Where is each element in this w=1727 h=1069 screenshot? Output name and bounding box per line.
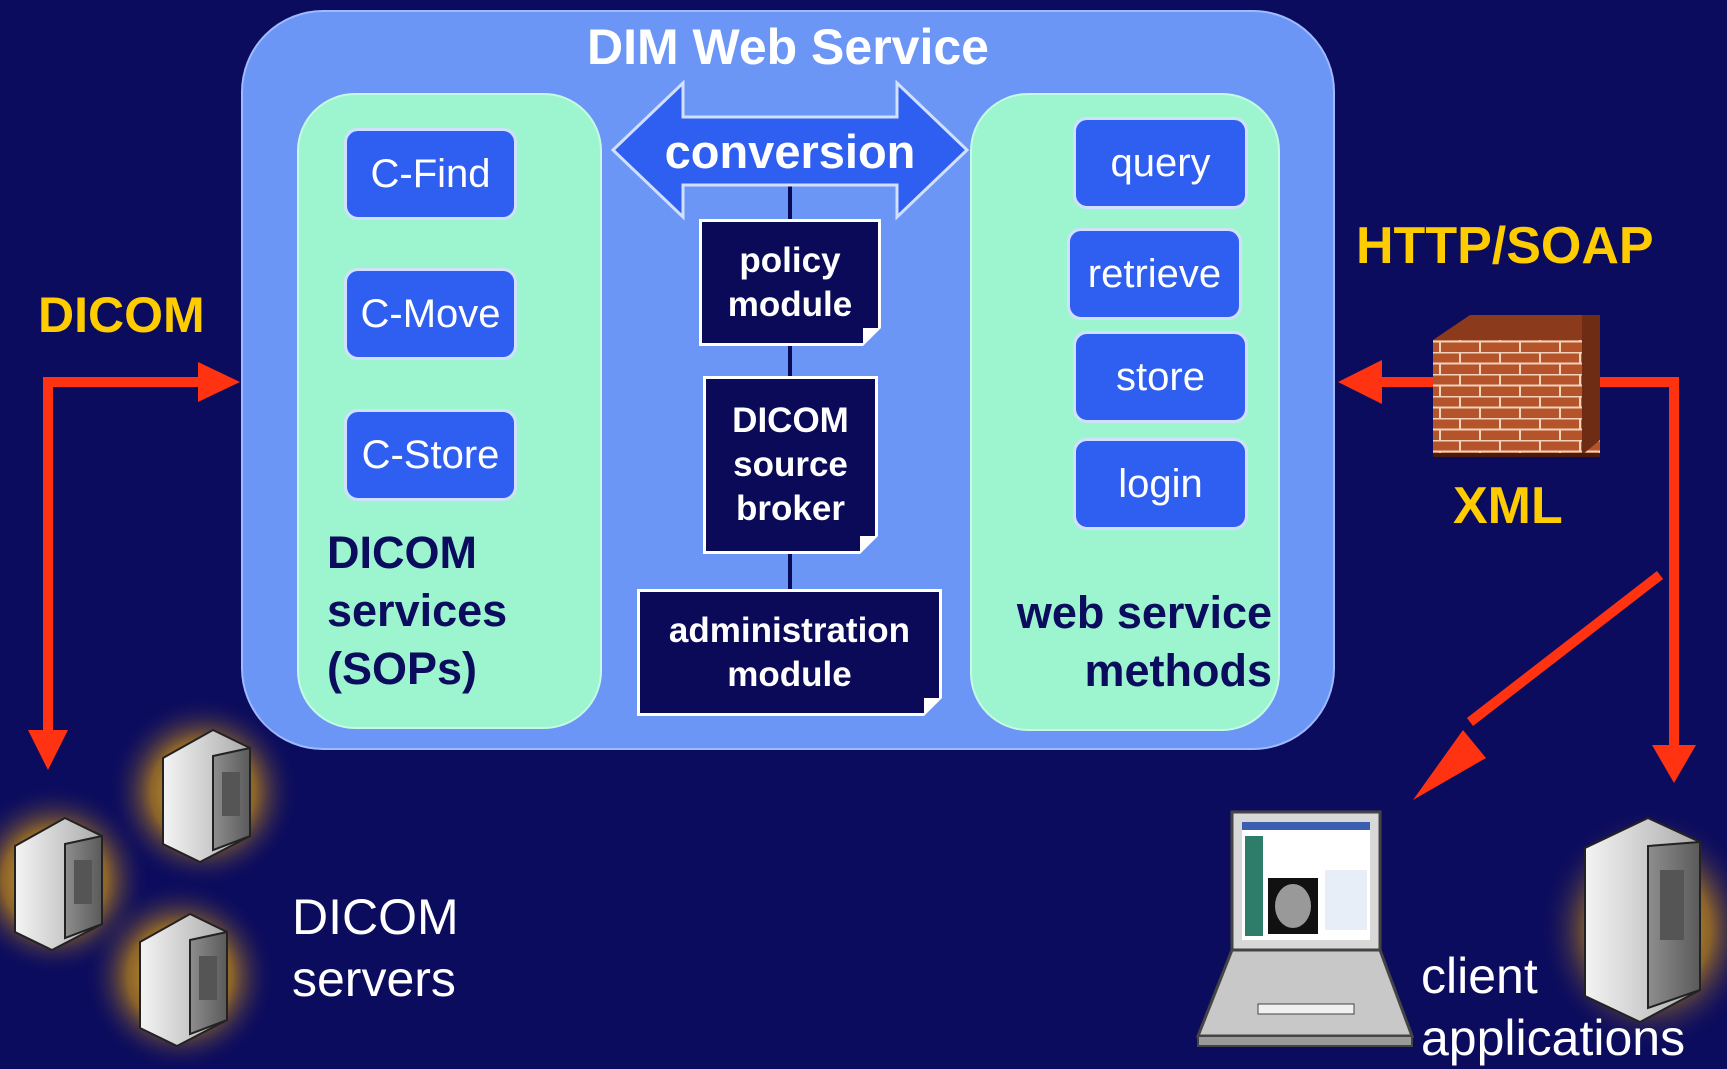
- conversion-label: conversion: [665, 125, 916, 178]
- arrow-head-to-client-server: [1652, 745, 1696, 783]
- dicom-source-broker-module: DICOM source broker: [703, 376, 878, 554]
- arrow-head-to-laptop: [1413, 730, 1486, 800]
- dicom-services-label: DICOM services (SOPs): [327, 524, 507, 698]
- store-button[interactable]: store: [1073, 331, 1248, 423]
- diagram-title: DIM Web Service: [586, 19, 989, 75]
- broker-module-line2: source: [733, 445, 848, 484]
- administration-module: administration module: [637, 589, 942, 716]
- broker-module-line3: broker: [736, 489, 845, 528]
- dicom-servers-label-line2: servers: [292, 951, 456, 1007]
- dicom-protocol-arrows: [43, 377, 200, 736]
- login-button[interactable]: login: [1073, 438, 1248, 530]
- broker-module-line1: DICOM: [732, 401, 849, 440]
- dicom-services-label-line3: (SOPs): [327, 643, 478, 694]
- dicom-servers-label: DICOM servers: [292, 886, 459, 1010]
- dicom-protocol-label: DICOM: [38, 287, 205, 343]
- xml-protocol-label: XML: [1453, 477, 1563, 535]
- policy-module-line1: policy: [739, 240, 841, 280]
- firewall-icon: [1433, 315, 1600, 457]
- c-move-button[interactable]: C-Move: [344, 268, 517, 360]
- arrow-head-to-dicom-servers: [28, 730, 68, 770]
- policy-module-line2: module: [727, 284, 853, 324]
- server-icon: [1540, 810, 1727, 1050]
- administration-module-line1: administration: [668, 610, 911, 650]
- dicom-services-label-line1: DICOM: [327, 527, 477, 578]
- policy-module: policy module: [699, 219, 881, 346]
- dicom-servers-label-line1: DICOM: [292, 889, 459, 945]
- arrow-head-into-web-service: [1338, 360, 1382, 404]
- c-store-button[interactable]: C-Store: [344, 409, 517, 501]
- query-button[interactable]: query: [1073, 117, 1248, 209]
- client-applications-label-line1: client: [1421, 948, 1538, 1004]
- client-applications-label-line2: applications: [1421, 1010, 1686, 1066]
- client-applications-label: client applications: [1421, 945, 1685, 1069]
- administration-module-line2: module: [727, 654, 852, 694]
- conversion-arrow: [610, 79, 970, 221]
- web-service-methods-label-line2: methods: [1084, 645, 1272, 696]
- arrow-head-into-dicom-services: [198, 362, 240, 402]
- dicom-services-label-line2: services: [327, 585, 508, 636]
- http-soap-protocol-label: HTTP/SOAP: [1356, 217, 1654, 275]
- retrieve-button[interactable]: retrieve: [1067, 228, 1242, 320]
- web-service-methods-label-line1: web service: [1016, 587, 1272, 638]
- server-icon: [108, 697, 298, 887]
- laptop-icon: [1195, 810, 1415, 1047]
- web-service-methods-label: web service methods: [990, 584, 1272, 700]
- server-icon: [85, 881, 275, 1066]
- c-find-button[interactable]: C-Find: [344, 128, 517, 220]
